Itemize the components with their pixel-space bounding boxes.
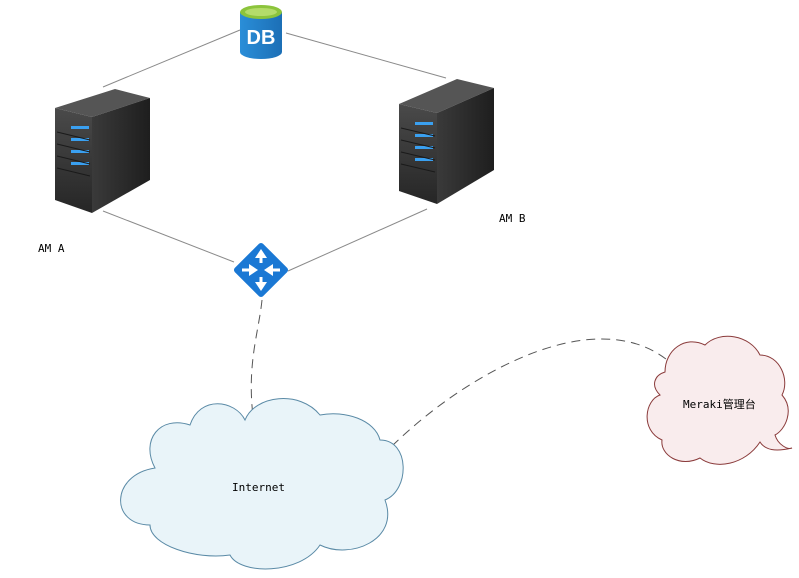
link-server-a-router bbox=[102, 210, 235, 263]
meraki-cloud bbox=[646, 335, 793, 465]
server-a-label: AM A bbox=[38, 242, 65, 255]
link-router-server-b bbox=[287, 208, 428, 272]
internet-label: Internet bbox=[232, 481, 285, 494]
internet-cloud bbox=[120, 398, 404, 570]
server-a-icon bbox=[55, 89, 150, 213]
database-label: DB bbox=[247, 27, 276, 49]
link-db-server-a bbox=[102, 29, 241, 88]
connections bbox=[102, 29, 447, 272]
server-b-icon bbox=[399, 79, 494, 204]
router-icon bbox=[233, 242, 289, 298]
meraki-label: Meraki管理台 bbox=[683, 398, 756, 411]
server-b-label: AM B bbox=[499, 212, 526, 225]
link-db-server-b bbox=[285, 32, 447, 79]
database-icon: DB bbox=[240, 5, 282, 59]
link-internet-meraki bbox=[391, 338, 673, 447]
